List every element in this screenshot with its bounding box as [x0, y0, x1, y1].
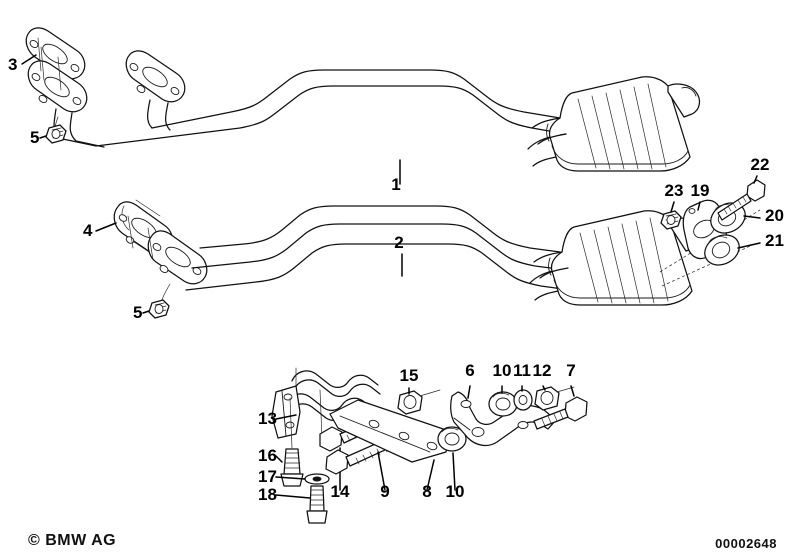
double-pipe-clamp [271, 367, 381, 449]
hex-bolt-bracket [533, 385, 588, 430]
leader-23 [670, 201, 675, 213]
mounting-strap-plate [329, 399, 453, 491]
leader-17 [275, 476, 306, 480]
leader-4 [95, 222, 117, 232]
callout-21: 21 [765, 231, 784, 250]
leader-3 [21, 54, 37, 65]
hex-bolt-rear-mount [717, 179, 766, 221]
callout-5b: 5 [133, 303, 142, 322]
callout-16: 16 [258, 446, 277, 465]
callout-4: 4 [83, 221, 93, 240]
callout-10b: 10 [446, 482, 465, 501]
rear-silencer-lower [529, 210, 703, 306]
washer-clamp [304, 473, 330, 485]
nut-upper-front-pipe [45, 116, 67, 144]
callout-6: 6 [465, 361, 474, 380]
flange-triangular-upper-c [125, 50, 186, 103]
leader-5a [39, 135, 47, 139]
rear-silencer-upper [527, 76, 701, 172]
leader-5b [142, 310, 150, 314]
nut-lower-front-pipe [148, 283, 171, 319]
hex-bolt-clamp-upper [280, 448, 304, 487]
callout-13: 13 [258, 409, 277, 428]
leader-16 [275, 455, 283, 463]
leader-21 [737, 242, 761, 249]
leader-19 [697, 201, 701, 211]
callout-14: 14 [331, 482, 350, 501]
copyright-notice: © BMW AG [28, 532, 117, 549]
leader-18 [275, 494, 311, 499]
callout-12: 12 [533, 361, 552, 380]
callout-1: 1 [391, 175, 400, 194]
callout-8: 8 [422, 482, 431, 501]
hex-bolt-clamp-lower [306, 485, 328, 524]
callout-18: 18 [258, 485, 277, 504]
callout-2: 2 [394, 233, 403, 252]
flange-triangular-lower-b [147, 230, 208, 285]
callout-19: 19 [691, 181, 710, 200]
rubber-bushing-lower [437, 426, 467, 491]
rubber-mount-ring-lower [704, 234, 740, 266]
bushing-nut-upper [397, 387, 441, 415]
callout-5a: 5 [30, 128, 39, 147]
callout-20: 20 [765, 206, 784, 225]
callout-15: 15 [400, 366, 419, 385]
part-number: 00002648 [715, 536, 777, 551]
leader-20 [743, 215, 761, 219]
leader-22 [753, 175, 758, 184]
nut-rear-hanger [660, 210, 682, 230]
callout-leaders [21, 54, 761, 499]
rear-mount-hardware-group [659, 179, 766, 287]
callout-17: 17 [258, 467, 277, 486]
flange-triangular-upper-b [27, 60, 88, 113]
lock-nut-bracket [534, 385, 575, 411]
rubber-bushing-upper [488, 385, 518, 417]
upper-exhaust-assembly [25, 27, 701, 172]
callout-23: 23 [665, 181, 684, 200]
leader-13 [275, 414, 297, 420]
callout-7: 7 [566, 361, 575, 380]
callout-22: 22 [751, 155, 770, 174]
callout-3: 3 [8, 55, 17, 74]
washer-bracket [513, 385, 533, 411]
mounting-detail-group [271, 367, 588, 524]
callout-9: 9 [380, 482, 389, 501]
callout-11: 11 [513, 361, 531, 380]
callout-labels: 3 5 1 4 5 2 22 23 19 20 21 13 15 6 10 11… [8, 55, 784, 504]
callout-10a: 10 [493, 361, 512, 380]
lower-exhaust-assembly [113, 199, 703, 319]
